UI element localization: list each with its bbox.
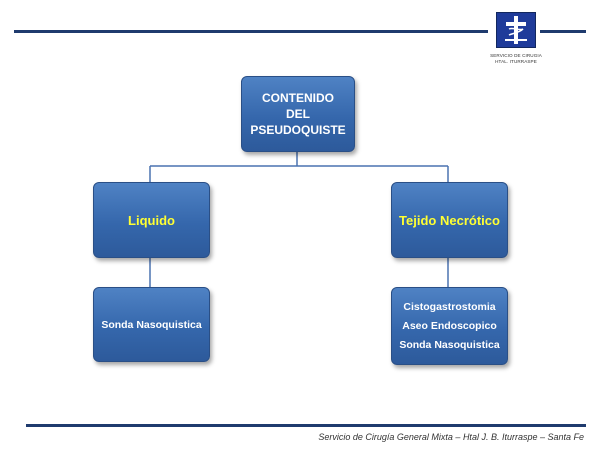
node-liquido-label: Liquido <box>128 212 175 228</box>
node-tejido-treatment: Cistogastrostomia Aseo Endoscopico Sonda… <box>391 287 508 365</box>
root-node-line2: DEL <box>286 107 310 121</box>
logo-caption-line2: HTAL. ITURRASPE <box>495 59 537 64</box>
root-node-line3: PSEUDOQUISTE <box>250 123 346 137</box>
node-liquido-treatment-line1: Sonda Nasoquistica <box>101 318 202 331</box>
node-tejido-treatment-line1: Cistogastrostomia <box>403 300 496 313</box>
root-node-line1: CONTENIDO <box>262 91 334 105</box>
node-liquido: Liquido <box>93 182 210 258</box>
header-rule-right <box>540 30 586 33</box>
node-tejido-necrotico: Tejido Necrótico <box>391 182 508 258</box>
node-tejido-necrotico-label: Tejido Necrótico <box>399 212 500 228</box>
node-tejido-treatment-line3: Sonda Nasoquistica <box>399 338 500 351</box>
logo-caption-line1: SERVICIO DE CIRUGIA <box>490 53 542 58</box>
footer-rule <box>26 424 586 427</box>
root-node: CONTENIDO DEL PSEUDOQUISTE <box>241 76 355 152</box>
node-liquido-treatment: Sonda Nasoquistica <box>93 287 210 362</box>
logo-caption: SERVICIO DE CIRUGIA HTAL. ITURRASPE <box>486 53 546 65</box>
hospital-emblem-icon <box>496 12 536 48</box>
header-rule-left <box>14 30 488 33</box>
footer-text: Servicio de Cirugía General Mixta – Htal… <box>318 432 584 442</box>
node-tejido-treatment-line2: Aseo Endoscopico <box>402 319 497 332</box>
